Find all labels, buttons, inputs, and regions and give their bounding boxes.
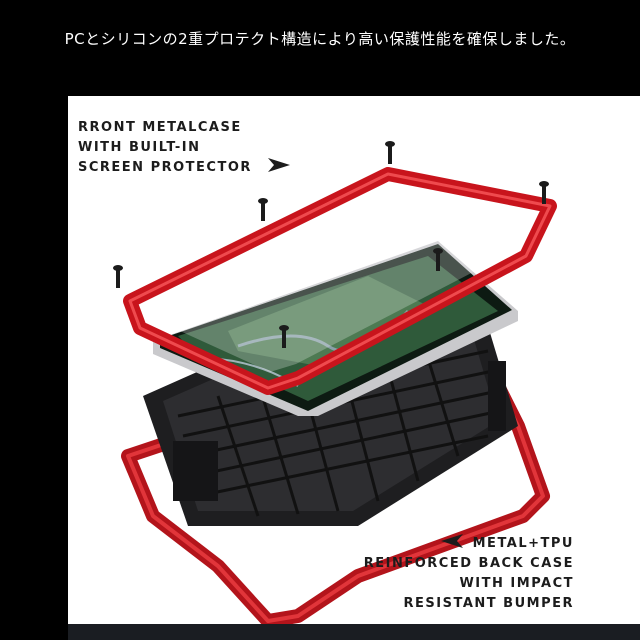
back-label-line-1: METAL+TPU — [472, 536, 574, 551]
back-case-label: METAL+TPU REINFORCED BACK CASE WITH IMPA… — [364, 534, 574, 614]
bottom-strip — [68, 624, 640, 640]
back-label-line-2: REINFORCED BACK CASE — [363, 556, 574, 571]
arrow-left-icon — [440, 534, 463, 548]
header-caption: PCとシリコンの2重プロテクト構造により高い保護性能を確保しました。 — [64, 30, 576, 48]
screws — [113, 141, 549, 348]
back-label-line-4: RESISTANT BUMPER — [403, 596, 574, 611]
front-label-line-1: RRONT METALCASE — [78, 120, 242, 135]
front-label-line-2: WITH BUILT-IN — [78, 140, 201, 155]
front-label-line-3: SCREEN PROTECTOR — [78, 160, 252, 175]
product-illustration — [113, 141, 557, 628]
front-metal-frame — [123, 167, 557, 395]
front-case-label: RRONT METALCASE WITH BUILT-IN SCREEN PRO… — [78, 118, 290, 178]
product-panel: RRONT METALCASE WITH BUILT-IN SCREEN PRO… — [68, 96, 640, 640]
arrow-right-icon — [267, 158, 290, 172]
back-label-line-3: WITH IMPACT — [459, 576, 574, 591]
header-bar: PCとシリコンの2重プロテクト構造により高い保護性能を確保しました。 — [0, 0, 640, 96]
